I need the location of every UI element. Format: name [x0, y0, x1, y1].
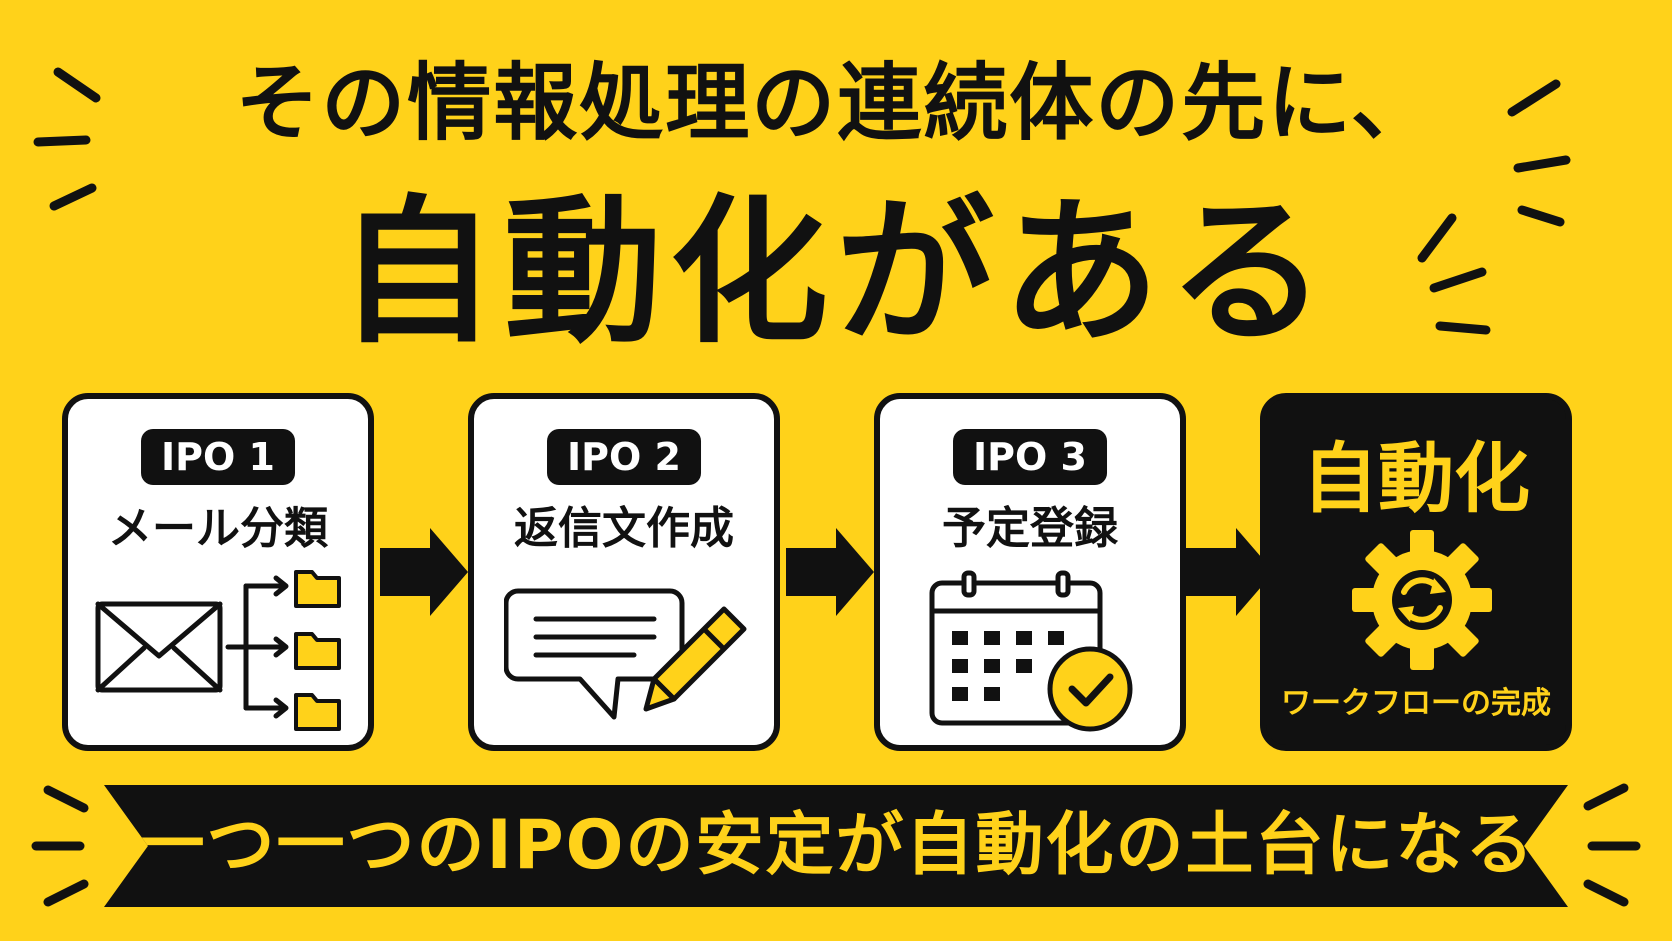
reply-pencil-icon — [504, 588, 747, 720]
mail-sort-icon — [95, 570, 341, 731]
arrow-right-icon — [786, 528, 874, 616]
step-badge: IPO 1 — [141, 429, 295, 485]
automation-card: 自動化 ワークフローの完成 — [1260, 393, 1572, 751]
arrow-right-icon — [380, 528, 468, 616]
automation-subtitle: ワークフローの完成 — [1281, 686, 1551, 721]
step-badge: IPO 3 — [953, 429, 1107, 485]
bottom-banner: 一つ一つのIPOの安定が自動化の土台になる — [104, 785, 1568, 907]
step-title: 返信文作成 — [514, 503, 734, 554]
banner-text: 一つ一つのIPOの安定が自動化の土台になる — [136, 806, 1536, 885]
headline-line-1: その情報処理の連続体の先に、 — [235, 54, 1437, 152]
arrow-right-icon — [1186, 528, 1274, 616]
headline-line-2: 自動化がある — [338, 181, 1334, 365]
step-badge: IPO 2 — [547, 429, 701, 485]
gear-cycle-icon — [1352, 530, 1492, 670]
step-title: メール分類 — [108, 503, 328, 554]
step-title: 予定登録 — [942, 503, 1118, 554]
step-card-ipo-2: IPO 2 返信文作成 — [468, 393, 780, 751]
step-card-ipo-1: IPO 1 メール分類 — [62, 393, 374, 751]
automation-title: 自動化 — [1302, 434, 1530, 523]
step-card-ipo-3: IPO 3 予定登録 — [874, 393, 1186, 751]
calendar-check-icon — [929, 570, 1133, 732]
